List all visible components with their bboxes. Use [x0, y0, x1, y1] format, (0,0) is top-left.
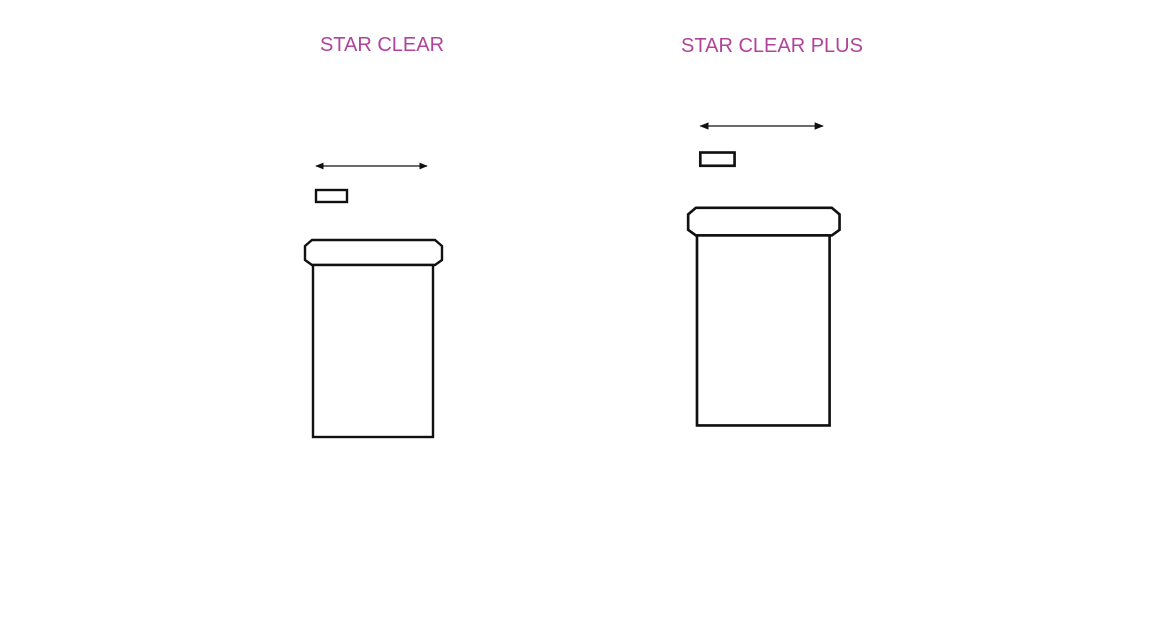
filter-lid	[698, 151, 736, 168]
clamp-band	[686, 206, 841, 237]
drawing-line	[303, 238, 444, 267]
filter-drawing-star-clear: A B C D E F	[303, 162, 444, 439]
drawing-line	[686, 206, 841, 237]
filter-body: A B C D E F	[311, 263, 435, 439]
model-title-star-clear: STAR CLEAR	[320, 34, 444, 56]
pressure-gauge-cap	[314, 188, 349, 204]
pressure-gauge-cap	[698, 151, 736, 168]
filter-drawing-star-clear-plus: A B C D E F	[686, 122, 841, 427]
clamp-band	[303, 238, 444, 267]
filter-lid	[314, 188, 349, 204]
model-title-star-clear-plus: STAR CLEAR PLUS	[681, 35, 863, 57]
filter-body: A B C D E F	[695, 234, 831, 427]
